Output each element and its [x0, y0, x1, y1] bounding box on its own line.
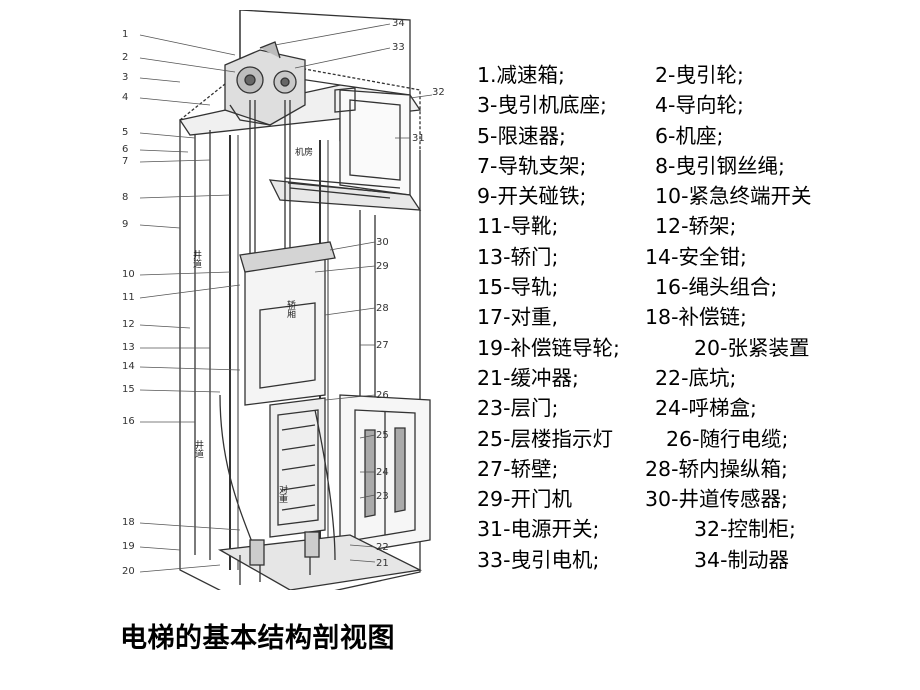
callout-number: 20: [122, 566, 135, 577]
legend-item-left: 19-补偿链导轮;: [477, 335, 620, 360]
callout-number: 7: [122, 156, 128, 167]
legend-item-left: 11-导靴;: [477, 214, 559, 239]
legend-item-right: 24-呼梯盒;: [655, 396, 757, 421]
legend-item-left: 23-层门;: [477, 396, 559, 421]
component-legend: 1.减速箱; 2-曳引轮; 3-曳引机底座; 4-导向轮; 5-限速器; 6-机座; 7-导…: [477, 60, 897, 575]
legend-item-right: 8-曳引钢丝绳;: [655, 153, 785, 178]
legend-row: 23-层门; 24-呼梯盒;: [477, 393, 897, 423]
shaft-upper-label: 井道: [191, 249, 202, 269]
legend-row: 11-导靴; 12-轿架;: [477, 211, 897, 241]
legend-row: 3-曳引机底座; 4-导向轮;: [477, 90, 897, 120]
callout-number: 9: [122, 219, 128, 230]
callout-number: 2: [122, 52, 128, 63]
callout-number: 33: [392, 42, 405, 53]
callout-number: 29: [376, 261, 389, 272]
legend-row: 33-曳引电机; 34-制动器: [477, 545, 897, 575]
callout-number: 1: [122, 29, 128, 40]
callout-number: 28: [376, 303, 389, 314]
legend-item-right: 16-绳头组合;: [655, 275, 778, 300]
callout-number: 12: [122, 319, 135, 330]
legend-item-left: 9-开关碰铁;: [477, 184, 587, 209]
legend-item-right: 34-制动器: [694, 547, 789, 572]
legend-item-left: 13-轿门;: [477, 244, 559, 269]
legend-item-left: 1.减速箱;: [477, 63, 565, 87]
machine-room-label: 机房: [295, 146, 313, 158]
callout-number: 24: [376, 467, 389, 478]
legend-row: 17-对重, 18-补偿链;: [477, 302, 897, 332]
callout-number: 25: [376, 430, 389, 441]
callout-number: 15: [122, 384, 135, 395]
legend-row: 9-开关碰铁; 10-紧急终端开关: [477, 181, 897, 211]
legend-item-left: 29-开门机: [477, 487, 572, 512]
legend-row: 19-补偿链导轮; 20-张紧装置: [477, 333, 897, 363]
legend-row: 31-电源开关; 32-控制柜;: [477, 514, 897, 544]
callout-number: 18: [122, 517, 135, 528]
callout-number: 4: [122, 92, 128, 103]
legend-item-left: 7-导轨支架;: [477, 153, 587, 178]
callout-number: 8: [122, 192, 128, 203]
legend-item-right: 30-井道传感器;: [645, 487, 788, 512]
car-label: 轿厢: [285, 299, 296, 319]
legend-item-left: 17-对重,: [477, 305, 558, 330]
legend-item-right: 32-控制柜;: [694, 517, 796, 542]
legend-item-left: 21-缓冲器;: [477, 365, 579, 390]
legend-row: 13-轿门; 14-安全钳;: [477, 242, 897, 272]
legend-row: 27-轿壁; 28-轿内操纵箱;: [477, 454, 897, 484]
callout-number: 3: [122, 72, 128, 83]
legend-item-right: 26-随行电缆;: [666, 426, 789, 451]
legend-row: 7-导轨支架; 8-曳引钢丝绳;: [477, 151, 897, 181]
legend-item-right: 20-张紧装置: [694, 335, 810, 360]
callout-number: 32: [432, 87, 445, 98]
legend-item-left: 31-电源开关;: [477, 517, 600, 542]
counterweight-label: 对重: [277, 484, 288, 503]
legend-row: 1.减速箱; 2-曳引轮;: [477, 60, 897, 90]
legend-row: 5-限速器; 6-机座;: [477, 121, 897, 151]
legend-item-right: 22-底坑;: [655, 365, 737, 390]
legend-row: 21-缓冲器; 22-底坑;: [477, 363, 897, 393]
callout-number: 31: [412, 133, 425, 144]
callout-number: 26: [376, 390, 389, 401]
legend-item-left: 25-层楼指示灯: [477, 426, 613, 451]
legend-item-right: 18-补偿链;: [645, 305, 747, 330]
legend-item-left: 33-曳引电机;: [477, 547, 600, 572]
callout-number: 11: [122, 292, 135, 303]
legend-item-right: 28-轿内操纵箱;: [645, 456, 788, 481]
callout-number: 6: [122, 144, 128, 155]
legend-row: 15-导轨; 16-绳头组合;: [477, 272, 897, 302]
callout-number: 22: [376, 542, 389, 553]
legend-item-left: 15-导轨;: [477, 275, 559, 300]
legend-item-right: 14-安全钳;: [645, 244, 747, 269]
legend-item-right: 2-曳引轮;: [655, 63, 744, 87]
callout-number: 30: [376, 237, 389, 248]
callout-number: 5: [122, 127, 128, 138]
callout-number: 13: [122, 342, 135, 353]
callout-number: 27: [376, 340, 389, 351]
legend-item-right: 12-轿架;: [655, 214, 737, 239]
callout-number: 16: [122, 416, 135, 427]
shaft-lower-label: 井道: [193, 439, 204, 459]
callout-number: 19: [122, 541, 135, 552]
callout-number: 14: [122, 361, 135, 372]
legend-row: 25-层楼指示灯 26-随行电缆;: [477, 424, 897, 454]
callout-number: 21: [376, 558, 389, 569]
callout-number: 23: [376, 491, 389, 502]
callout-number: 10: [122, 269, 135, 280]
legend-item-left: 27-轿壁;: [477, 456, 559, 481]
legend-item-right: 6-机座;: [655, 123, 724, 148]
legend-item-right: 10-紧急终端开关: [655, 184, 812, 209]
legend-item-left: 5-限速器;: [477, 123, 566, 148]
legend-item-right: 4-导向轮;: [655, 93, 744, 118]
figure-caption: 电梯的基本结构剖视图: [120, 623, 395, 654]
legend-row: 29-开门机 30-井道传感器;: [477, 484, 897, 514]
callout-number: 34: [392, 18, 405, 29]
legend-item-left: 3-曳引机底座;: [477, 93, 607, 118]
